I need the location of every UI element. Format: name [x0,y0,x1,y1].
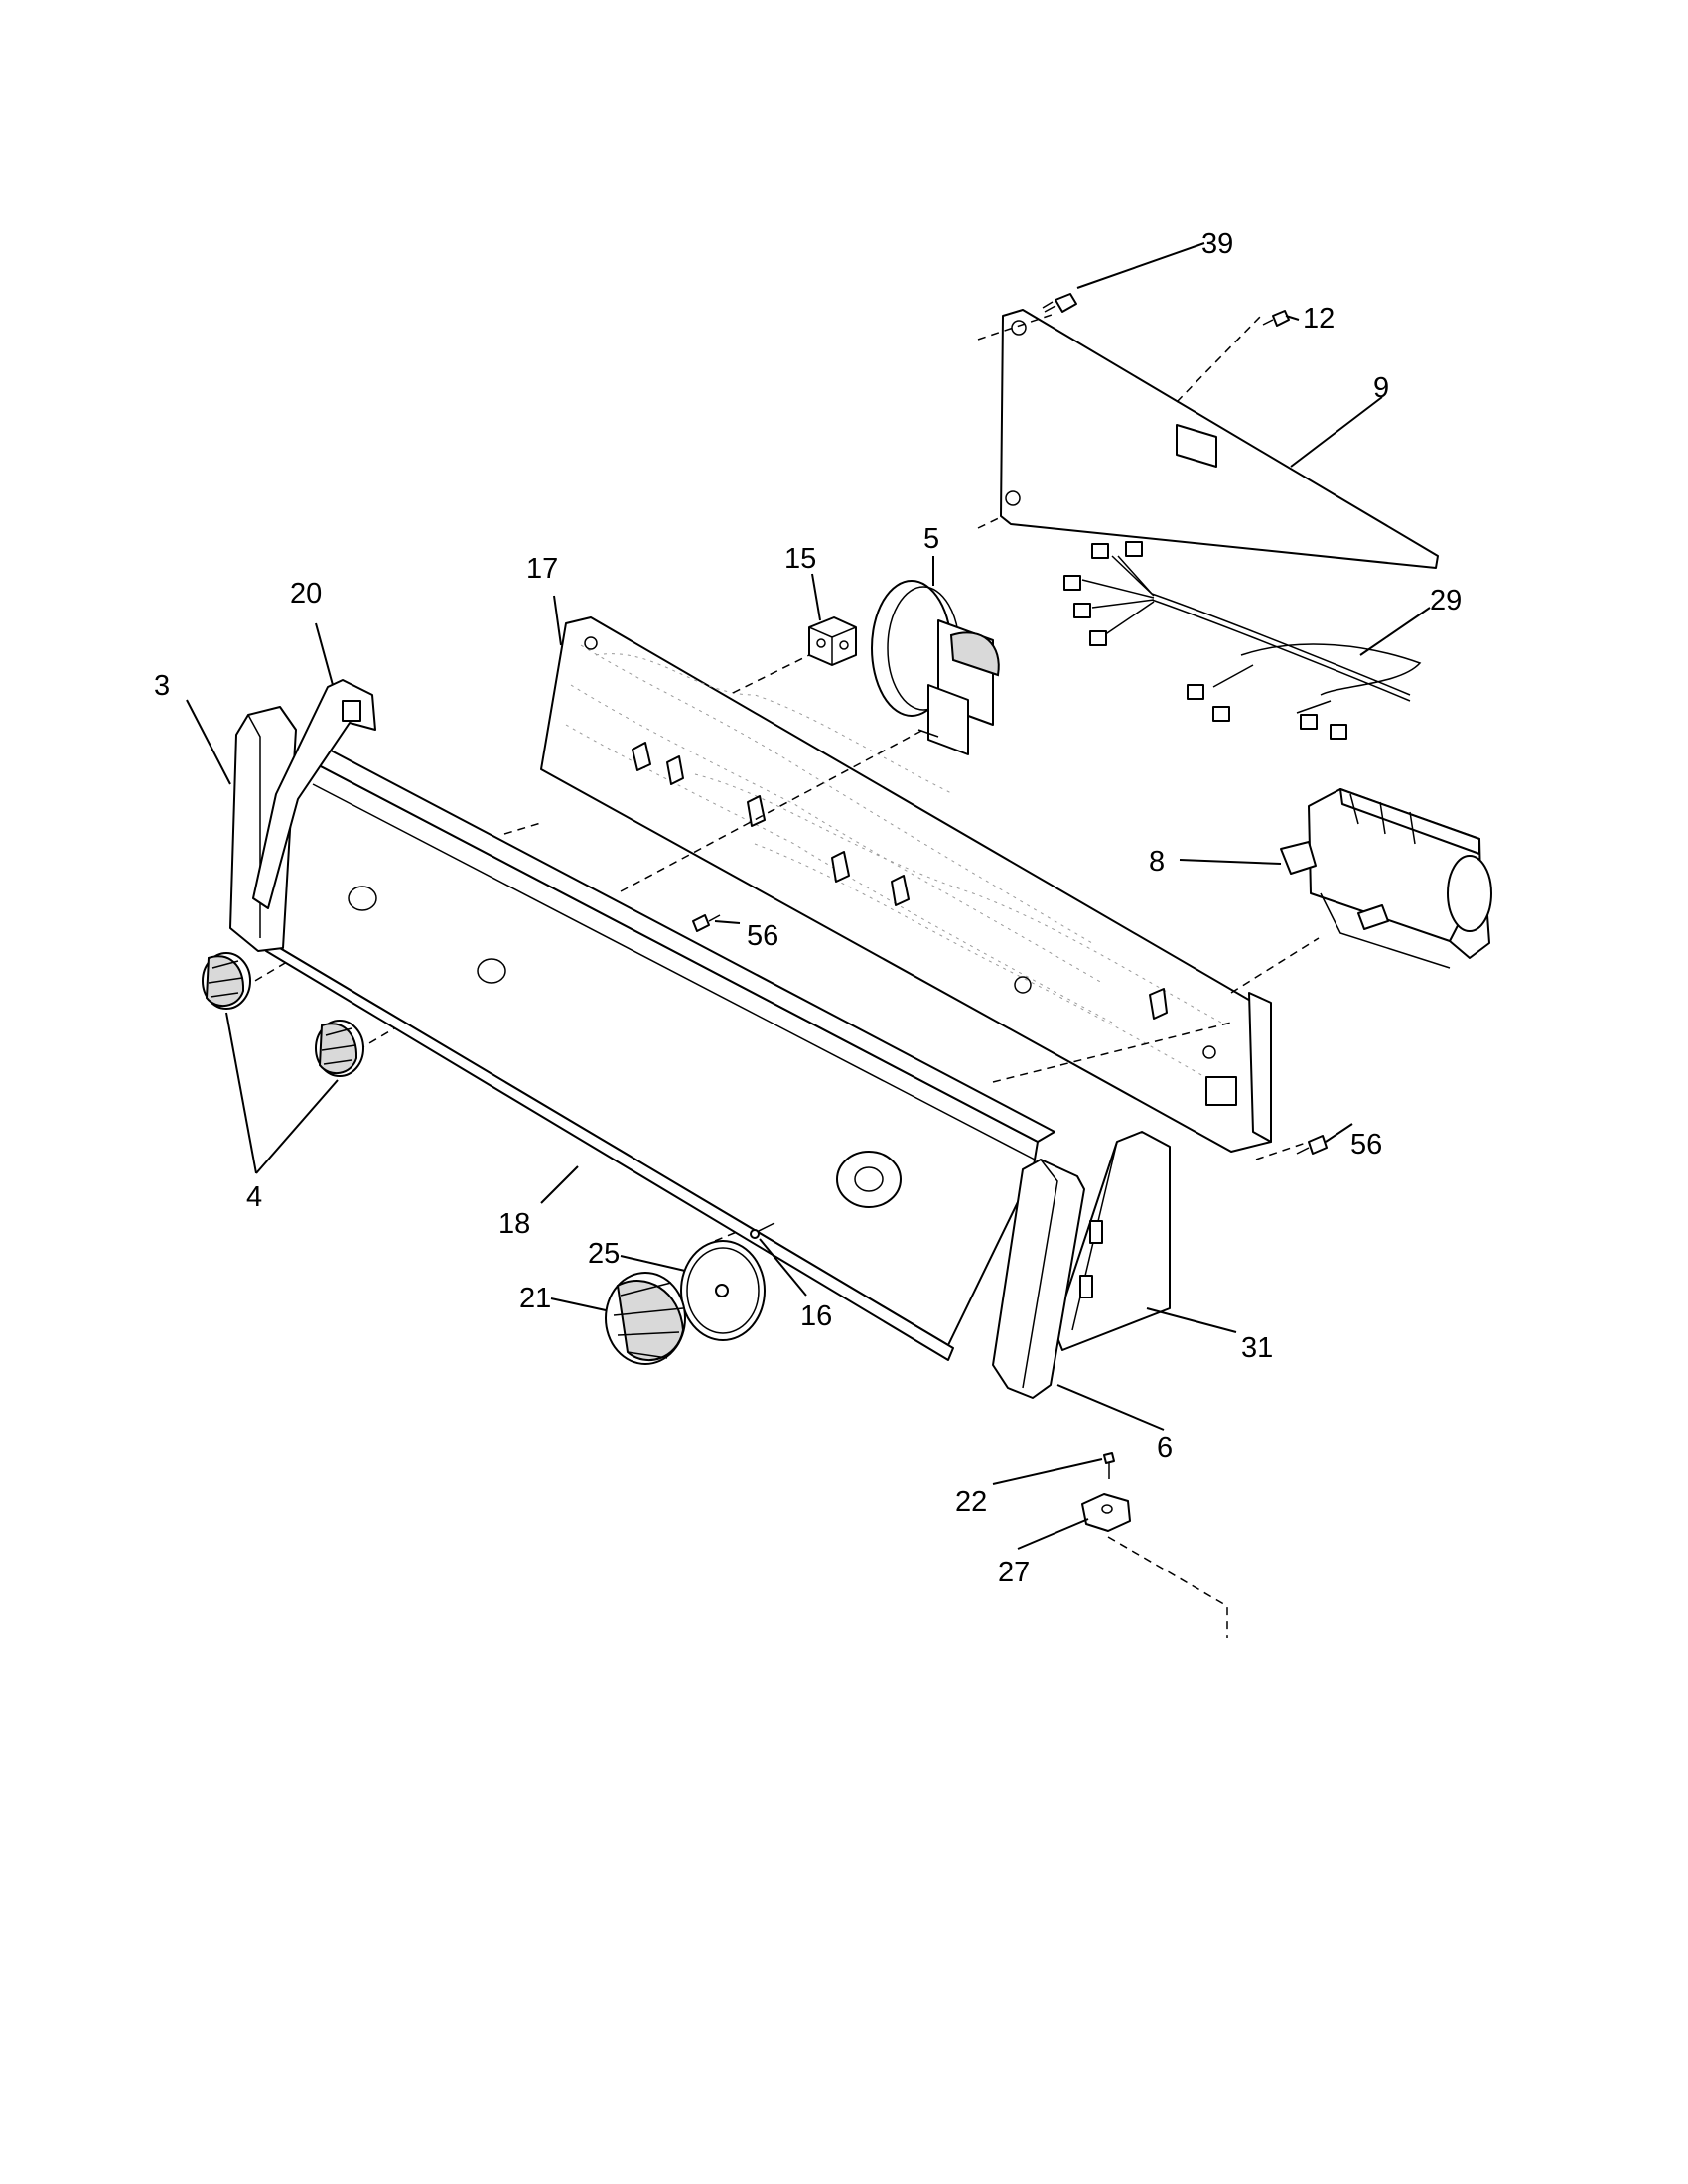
callout-21: 21 [519,1283,551,1314]
part-15-switch [808,616,857,666]
callout-18: 18 [498,1208,530,1240]
part-20-left-bracket [252,679,376,909]
callout-4: 4 [246,1181,262,1213]
callout-17: 17 [526,553,558,585]
callout-12: 12 [1303,303,1335,335]
callout-labels: 39 12 9 29 5 15 17 20 3 8 56 56 4 18 25 … [154,228,1462,1588]
part-6-right-end-cap [992,1159,1085,1399]
part-22-screw [1103,1452,1115,1479]
callout-27: 27 [998,1557,1030,1588]
callout-25: 25 [588,1238,620,1270]
part-4-knob-lower [315,1020,364,1077]
callout-9: 9 [1373,372,1389,404]
part-3-left-end-cap [229,706,297,952]
callout-15: 15 [784,543,816,575]
callout-20: 20 [290,578,322,610]
part-56-screw-upper [692,914,721,932]
part-16-screw [750,1222,775,1239]
part-5-timer-motor [871,580,1000,755]
part-8-timer [1280,788,1492,969]
part-17-back-plate [540,616,1272,1153]
callout-6: 6 [1157,1433,1173,1464]
callout-16: 16 [800,1300,832,1332]
part-12-screw [1262,310,1290,327]
part-9-rear-cover [1000,309,1439,569]
callout-56-lower: 56 [1350,1129,1382,1160]
callout-39: 39 [1201,228,1233,260]
callout-56-upper: 56 [747,920,778,952]
callout-29: 29 [1430,585,1462,616]
part-18-front-panel [262,742,1055,1361]
part-25-dial-ring [680,1240,766,1341]
part-27-clip [1081,1493,1131,1532]
part-29-wire-harness [1063,541,1422,740]
callout-5: 5 [923,523,939,555]
part-21-large-knob [605,1272,686,1365]
callout-22: 22 [955,1486,987,1518]
callout-3: 3 [154,670,170,702]
part-4-knob-upper [202,952,251,1010]
part-39-screw [1042,293,1077,313]
leader-lines [186,242,1431,1550]
callout-31: 31 [1241,1332,1273,1364]
part-56-screw-lower [1296,1135,1328,1155]
callout-8: 8 [1149,846,1165,878]
